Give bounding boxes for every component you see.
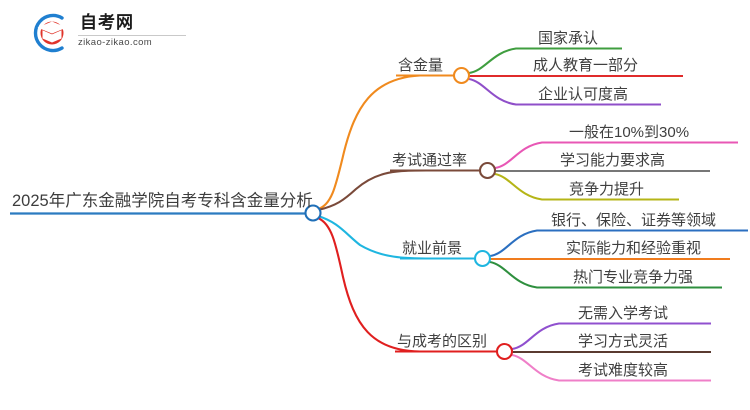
leaf-label-3-2[interactable]: 实际能力和经验重视: [566, 240, 702, 257]
logo-domain: zikao-zikao.com: [78, 37, 153, 48]
link-branch-4-leaf-1: [510, 322, 580, 351]
graduation-cap-icon: [33, 13, 67, 53]
leaf-label-3-1[interactable]: 银行、保险、证券等领域: [551, 212, 717, 229]
branch-label-3[interactable]: 就业前景: [402, 240, 463, 257]
site-logo[interactable]: 自考网 zikao-zikao.com: [28, 10, 188, 56]
link-branch-3-leaf-3: [488, 260, 558, 289]
link-branch-2-leaf-1: [493, 141, 564, 170]
branch-label-2[interactable]: 考试通过率: [392, 152, 468, 169]
leaf-label-3-3[interactable]: 热门专业竞争力强: [573, 269, 694, 286]
link-branch-1-leaf-3: [467, 77, 540, 106]
link-branch-3-leaf-1: [488, 229, 558, 258]
leaf-label-1-1[interactable]: 国家承认: [538, 30, 599, 47]
link-root-to-branch-1: [316, 74, 456, 211]
link-root-to-branch-2: [316, 169, 482, 212]
branch-label-4[interactable]: 与成考的区别: [397, 333, 488, 350]
link-branch-4-leaf-3: [510, 353, 580, 382]
leaf-label-4-2[interactable]: 学习方式灵活: [578, 333, 669, 350]
leaf-label-4-1[interactable]: 无需入学考试: [578, 305, 669, 322]
branch-node-circle-1[interactable]: [452, 66, 471, 85]
logo-title: 自考网: [80, 13, 134, 32]
link-branch-2-leaf-3: [493, 172, 564, 201]
branch-node-circle-2[interactable]: [478, 161, 497, 180]
branch-node-circle-4[interactable]: [495, 342, 514, 361]
link-branch-1-leaf-1: [467, 47, 540, 75]
leaf-label-1-3[interactable]: 企业认可度高: [538, 86, 629, 103]
leaf-label-4-3[interactable]: 考试难度较高: [578, 362, 669, 379]
branch-node-circle-3[interactable]: [473, 249, 492, 268]
link-root-to-branch-4: [316, 216, 499, 353]
root-node-circle[interactable]: [304, 204, 322, 222]
logo-divider: [78, 35, 186, 36]
leaf-label-1-2[interactable]: 成人教育一部分: [533, 57, 639, 74]
leaf-label-2-1[interactable]: 一般在10%到30%: [569, 124, 690, 141]
branch-label-1[interactable]: 含金量: [398, 57, 444, 74]
leaf-label-2-3[interactable]: 竞争力提升: [569, 181, 645, 198]
root-label[interactable]: 2025年广东金融学院自考专科含金量分析: [12, 192, 313, 210]
leaf-label-2-2[interactable]: 学习能力要求高: [560, 152, 666, 169]
